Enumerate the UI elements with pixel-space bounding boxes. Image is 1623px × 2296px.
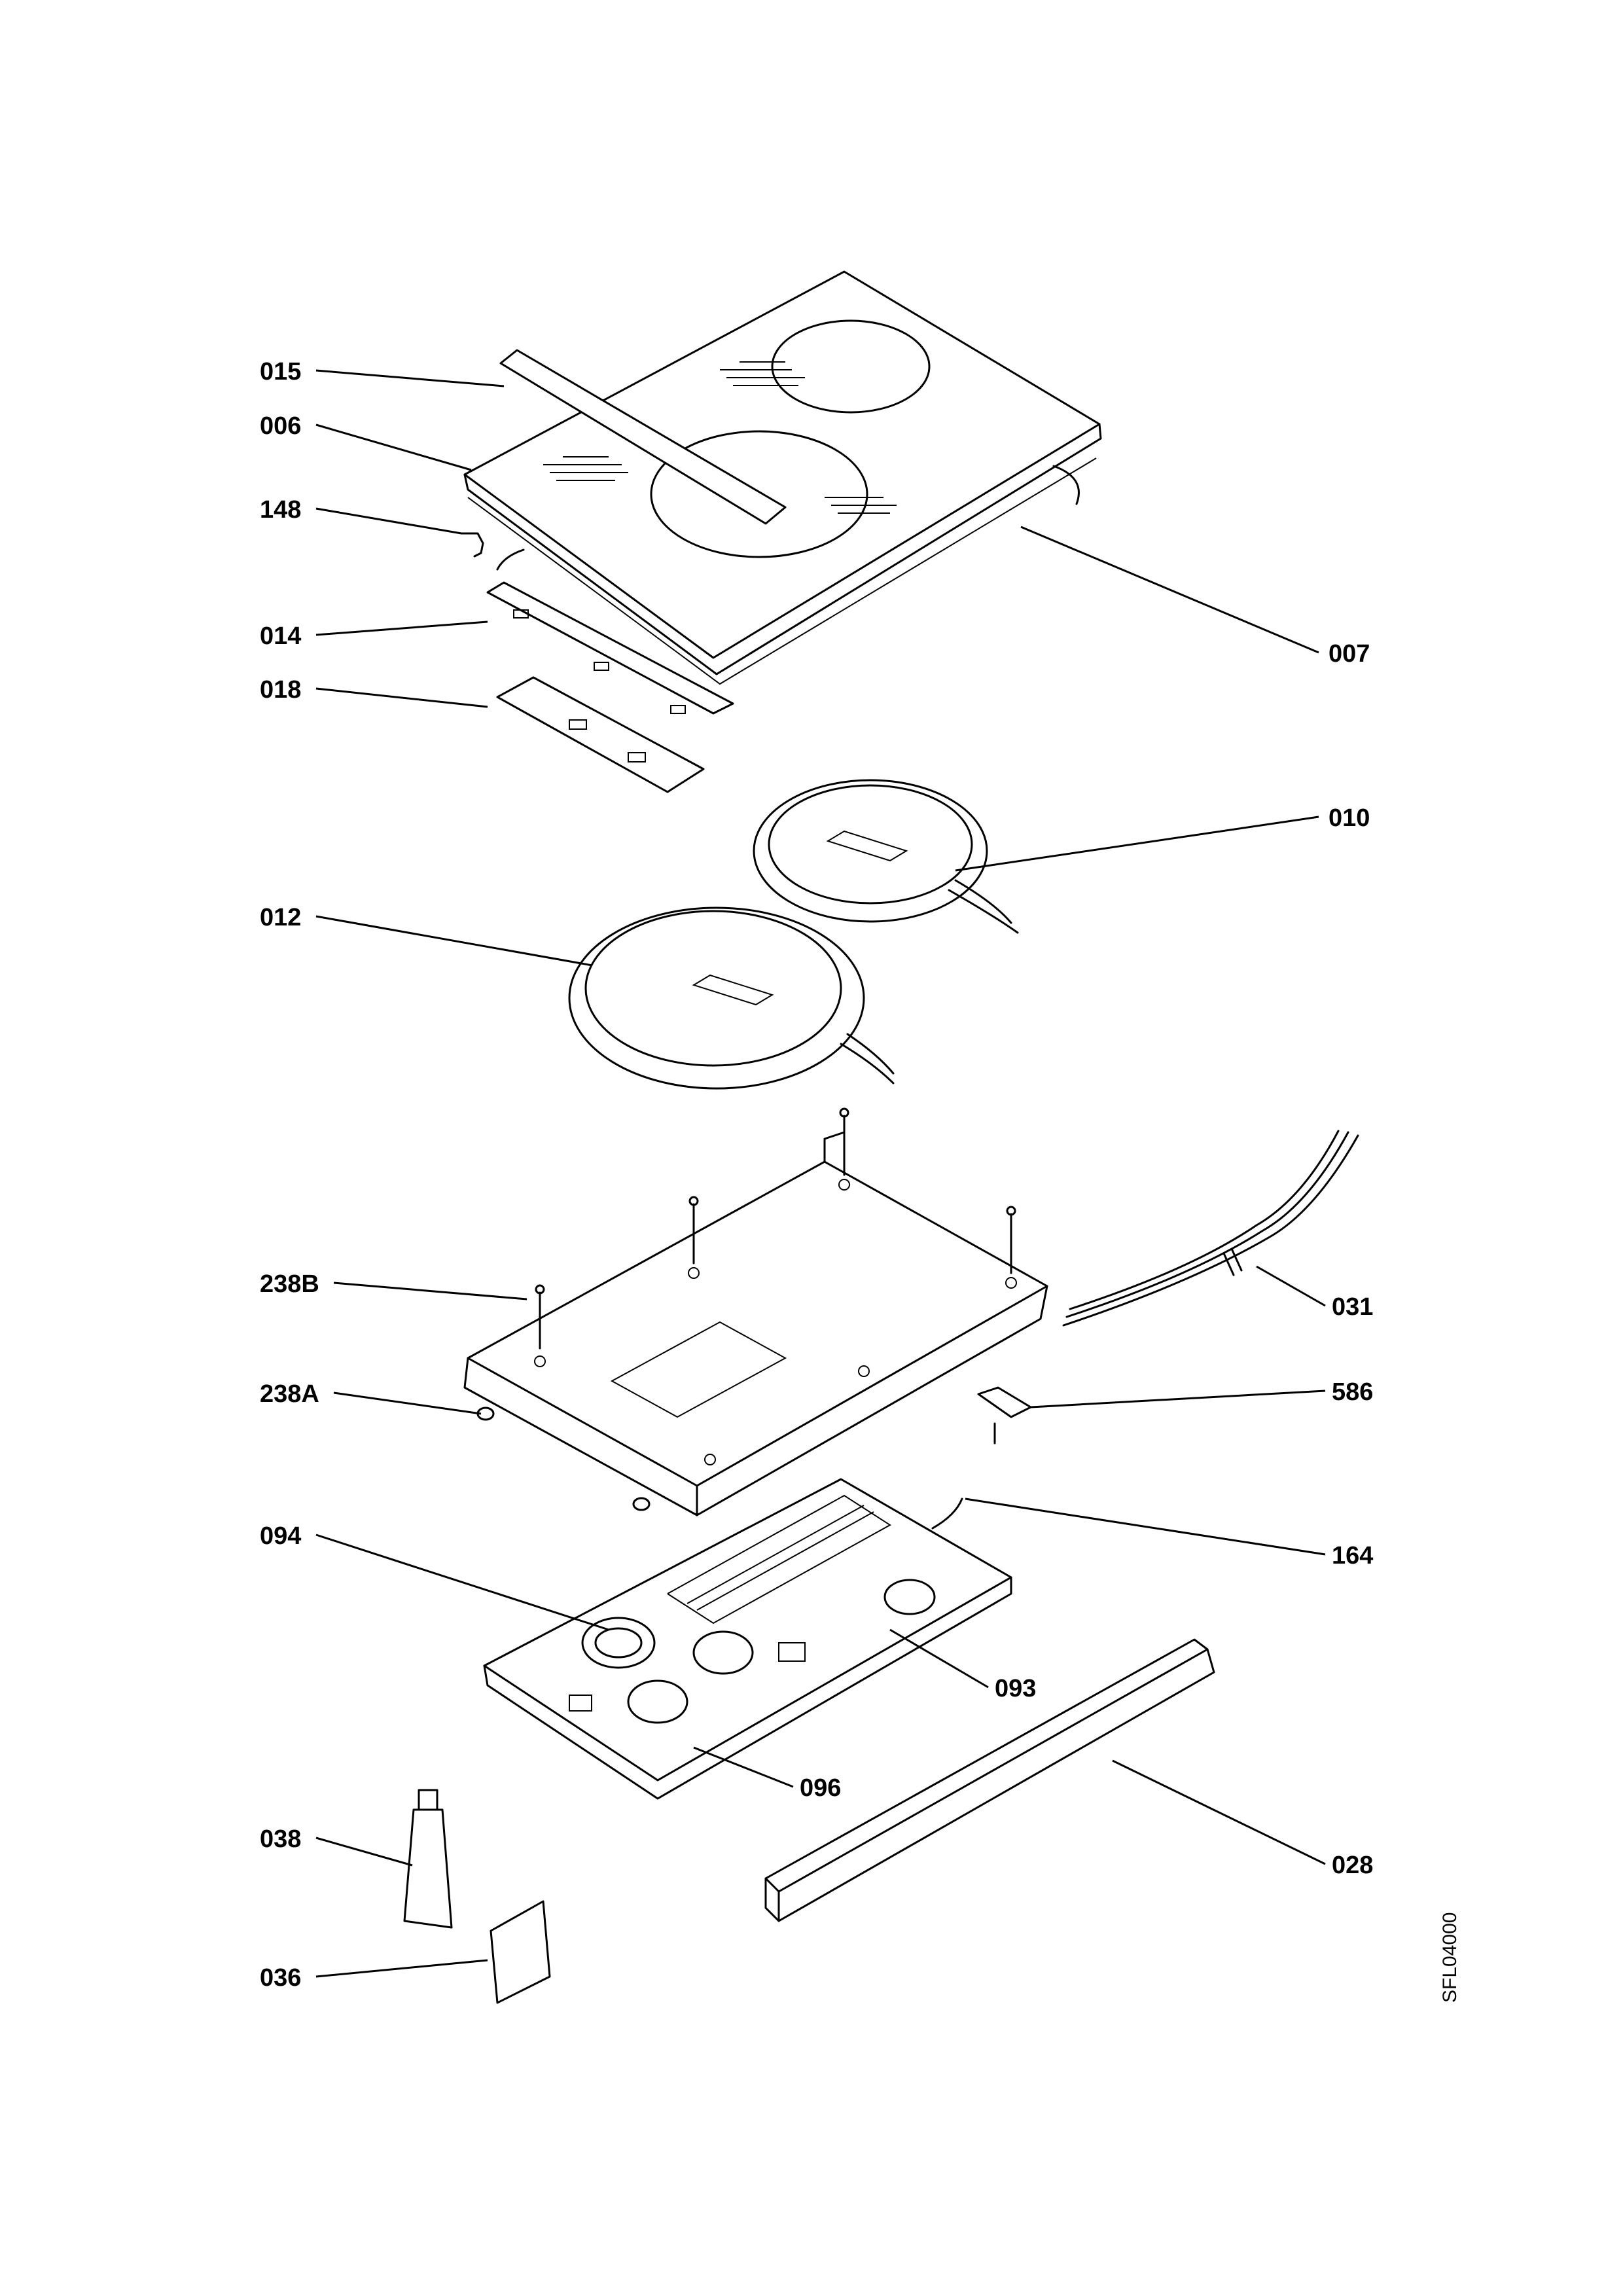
label-238B: 238B	[260, 1270, 319, 1298]
induction-coil-large	[568, 906, 895, 1090]
label-586: 586	[1332, 1378, 1373, 1406]
bottom-tray	[463, 1131, 1048, 1516]
display-bracket	[496, 676, 705, 793]
label-014: 014	[260, 622, 301, 650]
leader-lines	[315, 369, 1326, 1978]
label-238A: 238A	[260, 1380, 319, 1408]
label-007: 007	[1329, 640, 1370, 668]
cable-clamp	[977, 1386, 1032, 1418]
sachet	[490, 1900, 551, 2004]
label-038: 038	[260, 1825, 301, 1853]
screw-238A	[476, 1407, 996, 1511]
label-094: 094	[260, 1522, 301, 1550]
part-labels: 015 006 148 014 018 007 010 012 238B 238…	[260, 358, 1373, 1992]
label-018: 018	[260, 676, 301, 704]
label-036: 036	[260, 1964, 301, 1992]
paste-tube	[403, 1789, 453, 1929]
label-096: 096	[800, 1774, 841, 1802]
glass-ceramic-top	[463, 270, 1102, 685]
label-006: 006	[260, 412, 301, 440]
label-031: 031	[1332, 1293, 1373, 1321]
mains-cable	[1062, 1130, 1359, 1327]
label-164: 164	[1332, 1542, 1373, 1570]
clip-148	[460, 532, 484, 558]
label-010: 010	[1329, 804, 1370, 832]
label-028: 028	[1332, 1852, 1373, 1879]
label-012: 012	[260, 904, 301, 931]
screw-238B	[535, 1107, 1016, 1350]
control-board	[486, 581, 734, 715]
induction-coil-small	[753, 779, 1019, 934]
label-148: 148	[260, 496, 301, 524]
trim-strip	[499, 349, 787, 525]
front-strip	[764, 1638, 1215, 1922]
label-015: 015	[260, 358, 301, 386]
power-board	[483, 1478, 1012, 1800]
label-093: 093	[995, 1675, 1036, 1702]
drawing-code: SFL04000	[1439, 1912, 1461, 2003]
